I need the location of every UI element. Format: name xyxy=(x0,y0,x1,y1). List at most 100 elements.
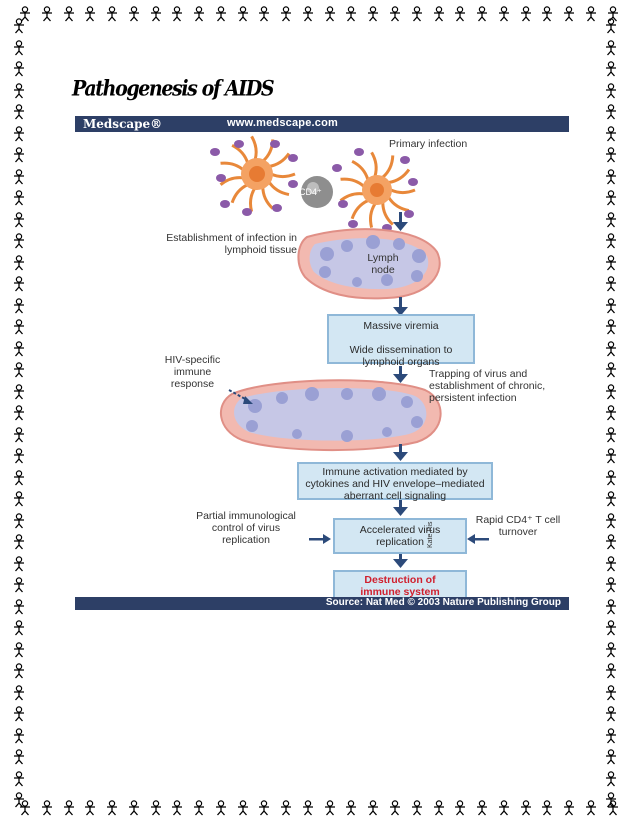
follicle-icon xyxy=(366,235,380,249)
hiv-virion-icon xyxy=(404,210,414,218)
border-ornament-icon xyxy=(83,800,97,822)
border-ornament-icon xyxy=(301,6,315,28)
border-ornament-icon xyxy=(12,362,34,378)
follicle-icon xyxy=(382,427,392,437)
bottom-ornament-border xyxy=(0,800,638,822)
hiv-virion-icon xyxy=(220,200,230,208)
border-ornament-icon xyxy=(12,512,34,529)
follicle-icon xyxy=(401,396,413,408)
border-ornament-icon xyxy=(323,800,337,822)
border-ornament-icon xyxy=(12,727,34,744)
border-ornament-icon xyxy=(12,18,34,34)
arrow-down-icon xyxy=(393,500,408,516)
border-ornament-icon xyxy=(301,800,315,822)
arrow-down-icon xyxy=(393,212,408,231)
border-ornament-icon xyxy=(12,147,34,163)
border-ornament-icon xyxy=(604,469,626,486)
border-ornament-icon xyxy=(12,598,34,615)
right-ornament-border xyxy=(604,18,626,808)
border-ornament-icon xyxy=(604,82,626,99)
border-ornament-icon xyxy=(584,800,598,822)
border-ornament-icon xyxy=(497,6,511,28)
dendritic-cell-left-icon xyxy=(219,135,296,212)
border-ornament-icon xyxy=(540,800,554,822)
border-ornament-icon xyxy=(497,800,511,822)
cd4-label: CD4⁺ xyxy=(299,187,322,197)
border-ornament-icon xyxy=(12,125,34,142)
hiv-virion-icon xyxy=(288,154,298,162)
border-ornament-icon xyxy=(606,6,620,28)
border-ornament-icon xyxy=(40,800,54,822)
border-ornament-icon xyxy=(410,800,424,822)
border-ornament-icon xyxy=(12,168,34,185)
border-ornament-icon xyxy=(604,254,626,271)
border-ornament-icon xyxy=(604,104,626,120)
border-ornament-icon xyxy=(604,620,626,636)
border-ornament-icon xyxy=(584,6,598,28)
border-ornament-icon xyxy=(12,706,34,722)
hiv-virion-icon xyxy=(242,208,252,216)
border-ornament-icon xyxy=(12,104,34,120)
border-ornament-icon xyxy=(12,405,34,421)
border-ornament-icon xyxy=(12,383,34,400)
border-ornament-icon xyxy=(604,577,626,593)
border-ornament-icon xyxy=(604,448,626,464)
partial-control-label: Partial immunological control of virus r… xyxy=(196,510,296,546)
border-ornament-icon xyxy=(604,706,626,722)
border-ornament-icon xyxy=(12,211,34,228)
border-ornament-icon xyxy=(192,800,206,822)
hiv-virion-icon xyxy=(270,140,280,148)
pathogenesis-figure: Medscape® www.medscape.com xyxy=(75,116,569,610)
border-ornament-icon xyxy=(604,770,626,787)
hiv-virion-icon xyxy=(354,148,364,156)
border-ornament-icon xyxy=(12,233,34,249)
border-ornament-icon xyxy=(366,800,380,822)
border-ornament-icon xyxy=(12,577,34,593)
border-ornament-icon xyxy=(127,6,141,28)
source-credit: Source: Nat Med © 2003 Nature Publishing… xyxy=(325,597,561,608)
left-ornament-border xyxy=(12,18,34,808)
border-ornament-icon xyxy=(12,749,34,765)
border-ornament-icon xyxy=(257,800,271,822)
border-ornament-icon xyxy=(604,512,626,529)
border-ornament-icon xyxy=(604,340,626,357)
destruction-box: Destruction of immune system xyxy=(333,570,467,600)
dissemination-text: Wide dissemination to lymphoid organs xyxy=(349,344,453,368)
hiv-virion-icon xyxy=(400,156,410,164)
border-ornament-icon xyxy=(604,405,626,421)
follicle-icon xyxy=(276,392,288,404)
border-ornament-icon xyxy=(127,800,141,822)
border-ornament-icon xyxy=(83,6,97,28)
hiv-virion-icon xyxy=(332,164,342,172)
border-ornament-icon xyxy=(12,770,34,787)
border-ornament-icon xyxy=(453,800,467,822)
border-ornament-icon xyxy=(410,6,424,28)
border-ornament-icon xyxy=(604,598,626,615)
border-ornament-icon xyxy=(192,6,206,28)
hiv-virion-icon xyxy=(288,180,298,188)
border-ornament-icon xyxy=(12,792,34,808)
border-ornament-icon xyxy=(12,254,34,271)
immune-activation-box: Immune activation mediated by cytokines … xyxy=(297,462,493,502)
border-ornament-icon xyxy=(366,6,380,28)
artist-credit: Kate Ris xyxy=(427,521,434,548)
border-ornament-icon xyxy=(18,800,32,822)
top-ornament-border xyxy=(0,6,638,28)
border-ornament-icon xyxy=(604,555,626,572)
hiv-virion-icon xyxy=(338,200,348,208)
site-url: www.medscape.com xyxy=(227,117,338,129)
border-ornament-icon xyxy=(453,6,467,28)
follicle-icon xyxy=(372,387,386,401)
follicle-icon xyxy=(320,247,334,261)
border-ornament-icon xyxy=(12,663,34,679)
border-ornament-icon xyxy=(40,6,54,28)
follicle-icon xyxy=(341,240,353,252)
border-ornament-icon xyxy=(562,800,576,822)
viremia-text: Massive viremia xyxy=(363,320,439,332)
border-ornament-icon xyxy=(475,6,489,28)
follicle-icon xyxy=(341,388,353,400)
border-ornament-icon xyxy=(475,800,489,822)
lymph-node-label: Lymph node xyxy=(367,252,399,276)
follicle-icon xyxy=(341,430,353,442)
border-ornament-icon xyxy=(18,6,32,28)
